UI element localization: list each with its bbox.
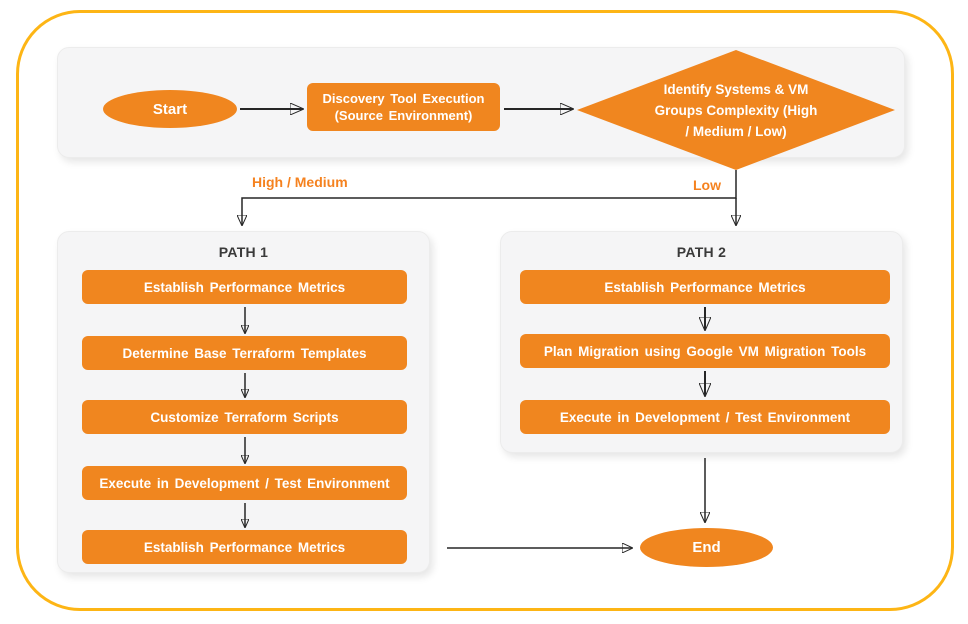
- path1-step-5: Establish Performance Metrics: [82, 530, 407, 564]
- discovery-process-node: Discovery Tool Execution (Source Environ…: [307, 83, 500, 131]
- start-node: Start: [103, 90, 237, 128]
- path1-step-1: Establish Performance Metrics: [82, 270, 407, 304]
- path2-step-3: Execute in Development / Test Environmen…: [520, 400, 890, 434]
- decision-line1: Identify Systems & VM: [663, 81, 809, 97]
- decision-line3: / Medium / Low): [685, 123, 787, 139]
- path1-step-2: Determine Base Terraform Templates: [82, 336, 407, 370]
- outer-gold-frame: [16, 10, 954, 611]
- end-label: End: [692, 539, 721, 556]
- path2-title: PATH 2: [676, 244, 727, 260]
- path2-step-2: Plan Migration using Google VM Migration…: [520, 334, 890, 368]
- branch-label-high-medium: High / Medium: [252, 174, 348, 190]
- connector-decision-to-path1: [242, 170, 737, 225]
- path1-title: PATH 1: [218, 244, 269, 260]
- start-label: Start: [152, 100, 188, 118]
- path2-step-1: Establish Performance Metrics: [520, 270, 890, 304]
- path1-step-3: Customize Terraform Scripts: [82, 400, 407, 434]
- end-node: End: [640, 528, 773, 567]
- decision-line2: Groups Complexity (High: [654, 102, 818, 118]
- discovery-line1: Discovery Tool Execution: [322, 91, 485, 106]
- path1-step-4: Execute in Development / Test Environmen…: [82, 466, 407, 500]
- branch-label-low: Low: [693, 177, 721, 193]
- discovery-line2: (Source Environment): [334, 108, 473, 123]
